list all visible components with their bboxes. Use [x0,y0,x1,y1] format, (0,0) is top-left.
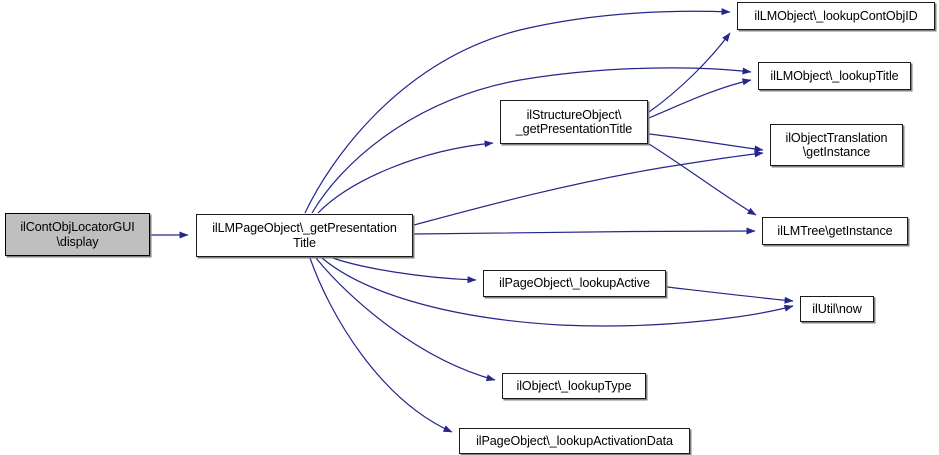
graph-node-label: ilObjectTranslation \getInstance [785,130,888,160]
call-edge-struct_getpres-to-lookup_title [648,78,752,119]
graph-node-lookup_title[interactable]: ilLMObject\_lookupTitle [758,62,911,90]
graph-node-label: ilContObjLocatorGUI \display [20,220,135,249]
call-edge-lmpage_getpres-to-lookup_activationdata [309,257,453,433]
call-edge-lmpage_getpres-to-lookup_type [315,257,496,382]
call-edge-lookup_active-to-ilutil_now [666,286,794,304]
graph-node-lmtree_getinst[interactable]: ilLMTree\getInstance [762,217,908,245]
graph-node-lookup_type[interactable]: ilObject\_lookupType [502,373,646,399]
graph-node-label: ilLMObject\_lookupTitle [770,68,899,83]
graph-node-lmpage_getpres[interactable]: ilLMPageObject\_getPresentation Title [196,214,413,257]
graph-node-root[interactable]: ilContObjLocatorGUI \display [5,213,150,256]
call-edge-lmpage_getpres-to-objtrans_getinst [413,150,764,226]
call-edge-struct_getpres-to-objtrans_getinst [648,133,764,153]
graph-node-label: ilPageObject\_lookupActivationData [476,433,673,448]
graph-node-label: ilPageObject\_lookupActive [499,276,650,291]
graph-node-lookup_activationdata[interactable]: ilPageObject\_lookupActivationData [459,428,690,454]
call-edge-lmpage_getpres-to-lmtree_getinst [413,227,756,235]
call-edge-lmpage_getpres-to-struct_getpres [317,140,494,214]
graph-node-lookup_active[interactable]: ilPageObject\_lookupActive [483,270,666,297]
graph-node-lookup_contobjid[interactable]: ilLMObject\_lookupContObjID [737,2,935,30]
graph-node-label: ilStructureObject\ _getPresentationTitle [515,107,633,137]
graph-node-struct_getpres[interactable]: ilStructureObject\ _getPresentationTitle [500,100,648,144]
graph-node-objtrans_getinst[interactable]: ilObjectTranslation \getInstance [770,124,903,166]
graph-node-label: ilLMTree\getInstance [777,223,893,238]
call-edge-lmpage_getpres-to-lookup_active [329,256,477,284]
graph-node-ilutil_now[interactable]: ilUtil\now [800,296,874,322]
graph-node-label: ilUtil\now [812,301,862,316]
graph-node-label: ilLMObject\_lookupContObjID [754,8,918,23]
call-edge-struct_getpres-to-lookup_contobjid [648,32,731,113]
call-edge-struct_getpres-to-lmtree_getinst [648,143,757,216]
graph-node-label: ilLMPageObject\_getPresentation Title [212,221,397,250]
graph-node-label: ilObject\_lookupType [516,378,632,393]
